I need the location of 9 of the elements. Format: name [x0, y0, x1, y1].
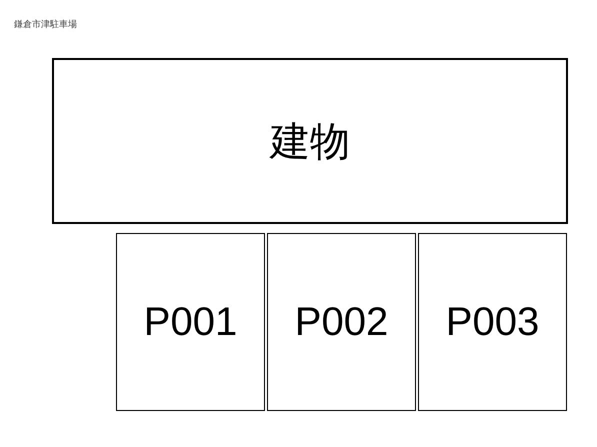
space-number: P002 [294, 300, 388, 344]
space-number: P003 [446, 300, 540, 344]
plan-title: 鎌倉市津駐車場 [14, 18, 77, 31]
building-area [52, 58, 568, 224]
parking-space [418, 233, 567, 411]
space-number: P001 [144, 300, 238, 344]
parking-space [116, 233, 265, 411]
parking-space [267, 233, 416, 411]
building-label: 建物 [270, 118, 350, 166]
